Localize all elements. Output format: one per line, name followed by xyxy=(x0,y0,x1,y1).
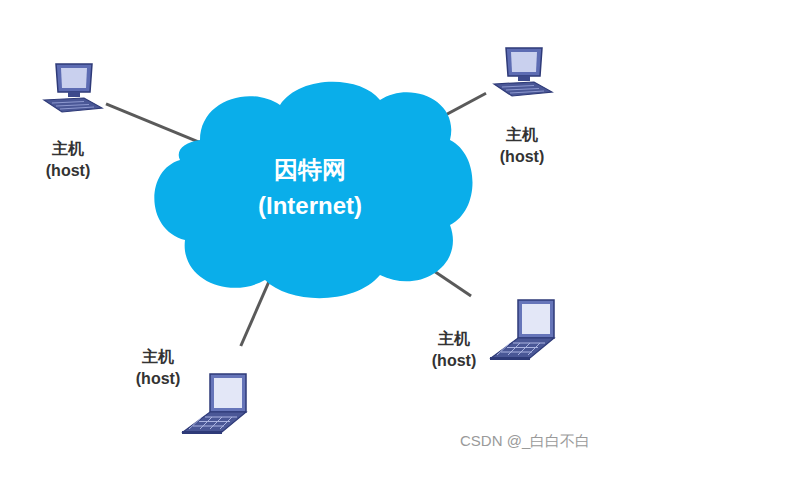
host-computer: 主机 (host) xyxy=(32,62,106,185)
host-label: 主机 (host) xyxy=(418,328,490,373)
desktop-icon xyxy=(490,46,554,102)
host-label: 主机 (host) xyxy=(486,124,558,169)
network-link xyxy=(106,104,206,145)
host-computer: 主机 (host) xyxy=(122,346,250,438)
host-label: 主机 (host) xyxy=(122,346,194,391)
host-label: 主机 (host) xyxy=(32,138,104,183)
host-computer: 主机 (host) xyxy=(486,46,560,171)
laptop-icon xyxy=(180,372,250,438)
network-name: 因特网 (Internet) xyxy=(235,152,385,224)
host-computer: 主机 (host) xyxy=(418,296,558,375)
desktop-icon xyxy=(40,62,104,118)
laptop-icon xyxy=(488,298,558,364)
cloud-shape xyxy=(140,70,480,305)
internet-cloud: 因特网 (Internet) xyxy=(140,70,480,305)
cloud-outline xyxy=(154,82,472,298)
watermark: CSDN @_白白不白 xyxy=(460,432,590,451)
